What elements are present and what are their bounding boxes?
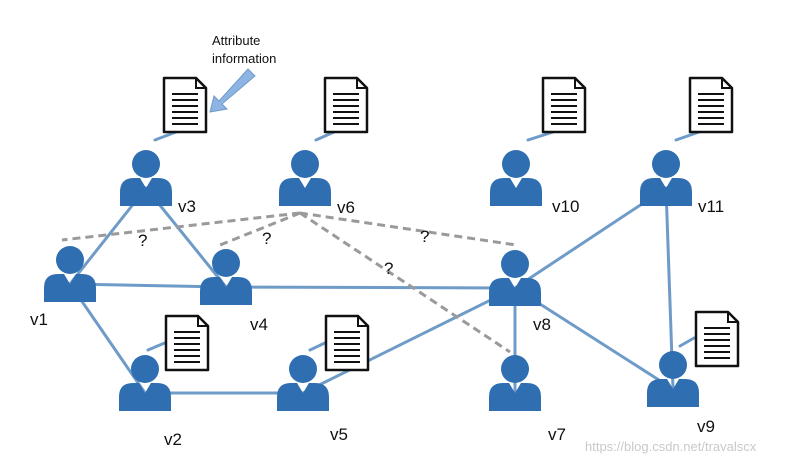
user-icon	[279, 150, 331, 206]
user-icon	[120, 150, 172, 206]
nodes-layer	[44, 150, 699, 411]
attribute-documents-layer	[146, 76, 740, 372]
document-fold	[195, 78, 206, 89]
document-fold	[721, 78, 732, 89]
unknown-link-label-v4: ?	[262, 229, 271, 248]
user-icon	[277, 355, 329, 411]
user-head	[652, 150, 680, 178]
user-body	[44, 274, 96, 302]
node-label-v1: v1	[30, 310, 48, 329]
attribute-link-v11	[674, 130, 701, 142]
node-label-v4: v4	[250, 315, 268, 334]
document-fold	[357, 316, 368, 327]
document-icon	[308, 314, 370, 372]
user-icon	[489, 355, 541, 411]
attribute-link-v3	[153, 130, 178, 142]
edge-v4-v8	[224, 285, 517, 290]
user-head	[212, 249, 240, 277]
user-icon	[647, 351, 699, 407]
user-head	[501, 250, 529, 278]
predicted-link-v6-v4	[219, 211, 301, 247]
document-fold	[197, 316, 208, 327]
user-body	[119, 383, 171, 411]
user-body	[489, 383, 541, 411]
document-icon	[678, 310, 740, 368]
user-body	[647, 379, 699, 407]
node-label-v2: v2	[164, 430, 182, 449]
node-label-v6: v6	[337, 198, 355, 217]
document-fold	[574, 78, 585, 89]
attribute-link-v5	[308, 340, 329, 352]
user-body	[640, 178, 692, 206]
unknown-link-label-v8: ?	[420, 227, 429, 246]
node-label-v11: v11	[698, 197, 724, 216]
user-body	[489, 278, 541, 306]
user-head	[291, 150, 319, 178]
user-icon	[44, 246, 96, 302]
node-label-v3: v3	[178, 197, 196, 216]
user-head	[132, 150, 160, 178]
user-icon	[489, 250, 541, 306]
document-icon	[526, 76, 587, 142]
user-body	[200, 277, 252, 305]
caption: Attribute information	[212, 33, 276, 66]
watermark: https://blog.csdn.net/travalscx	[585, 439, 757, 454]
document-fold	[727, 312, 738, 323]
user-body	[490, 178, 542, 206]
edge-v5-v8	[301, 286, 517, 395]
predicted-link-v6-v1	[61, 211, 301, 242]
caption-line-1: Attribute	[212, 33, 260, 48]
node-label-v8: v8	[533, 315, 551, 334]
attribute-link-v2	[146, 340, 169, 352]
caption-line-2: information	[212, 51, 276, 66]
user-body	[120, 178, 172, 206]
user-head	[131, 355, 159, 383]
predicted-link-v6-v8	[299, 211, 517, 247]
user-icon	[490, 150, 542, 206]
predicted-links-layer: ????	[61, 211, 517, 354]
node-label-v5: v5	[330, 425, 348, 444]
document-fold	[356, 78, 367, 89]
attribute-link-v9	[678, 336, 696, 348]
document-icon	[153, 76, 208, 142]
arrow-shape	[209, 68, 256, 113]
labels-layer: v1 v2 v3 v4 v5 v6 v7 v8 v9 v10 v11	[30, 197, 724, 449]
node-label-v9: v9	[697, 417, 715, 436]
edge-v1-v4	[68, 282, 228, 289]
document-icon	[314, 76, 369, 142]
node-label-v10: v10	[552, 197, 579, 216]
user-head	[502, 150, 530, 178]
unknown-link-label-v7: ?	[384, 259, 393, 278]
user-head	[56, 246, 84, 274]
edge-v8-v9	[513, 286, 675, 391]
attribute-link-v6	[314, 130, 336, 142]
unknown-link-label-v1: ?	[138, 231, 147, 250]
attribute-link-v10	[526, 130, 555, 142]
user-head	[501, 355, 529, 383]
user-icon	[119, 355, 171, 411]
predicted-link-v6-v7	[299, 211, 511, 354]
user-body	[279, 178, 331, 206]
document-icon	[146, 314, 210, 372]
edges-layer	[68, 186, 675, 395]
document-icon	[674, 76, 734, 142]
arrow-icon	[209, 68, 256, 113]
node-label-v7: v7	[548, 425, 566, 444]
user-head	[289, 355, 317, 383]
user-icon	[640, 150, 692, 206]
user-head	[659, 351, 687, 379]
user-body	[277, 383, 329, 411]
user-icon	[200, 249, 252, 305]
